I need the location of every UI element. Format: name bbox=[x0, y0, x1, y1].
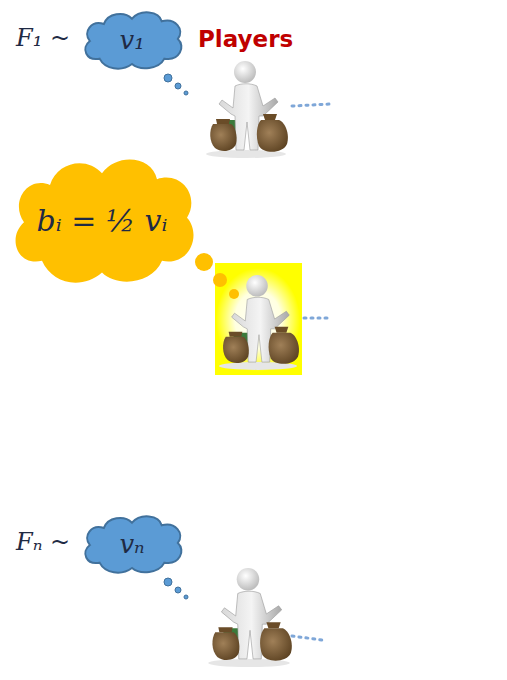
thought-cloud: v₁ bbox=[78, 8, 186, 72]
thought-cloud: vₙ bbox=[78, 512, 186, 576]
distribution-label: Fₙ ~ bbox=[16, 528, 70, 556]
cloud-text: vₙ bbox=[119, 529, 144, 559]
players-heading: Players bbox=[198, 26, 293, 52]
cloud-text: v₁ bbox=[119, 25, 144, 55]
bid-cloud: bᵢ = ½ vᵢ bbox=[2, 150, 202, 290]
cloud-text: bᵢ = ½ vᵢ bbox=[36, 203, 167, 238]
distribution-label: F₁ ~ bbox=[16, 24, 70, 52]
